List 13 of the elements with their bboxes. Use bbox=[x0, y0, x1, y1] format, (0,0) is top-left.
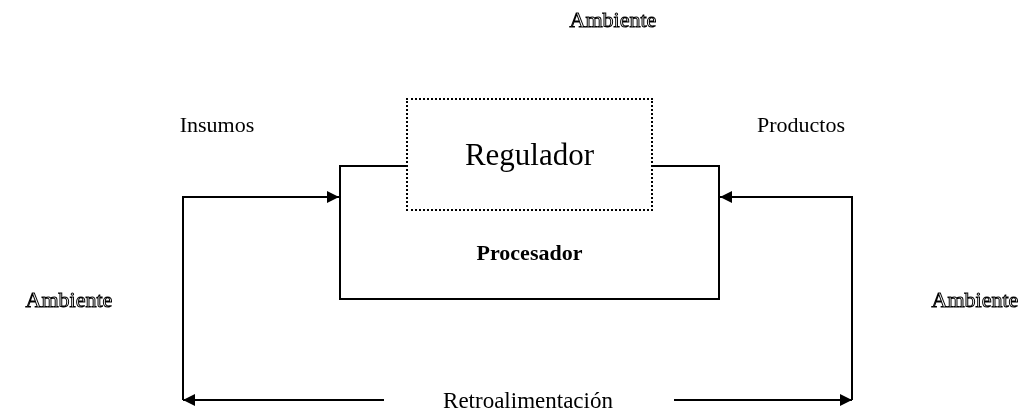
arrow bbox=[719, 191, 853, 401]
environment-label: Ambiente bbox=[931, 287, 1019, 313]
arrow bbox=[182, 394, 385, 406]
feedback-label: Retroalimentación bbox=[443, 388, 613, 414]
environment-label: Ambiente bbox=[569, 7, 657, 33]
input-label: Insumos bbox=[179, 112, 255, 138]
environment-label: Ambiente bbox=[25, 287, 113, 313]
arrow bbox=[182, 191, 340, 401]
regulator-box bbox=[406, 98, 653, 211]
output-label: Productos bbox=[757, 112, 845, 138]
regulator-label: Regulador bbox=[464, 136, 595, 173]
processor-label: Procesador bbox=[476, 240, 583, 267]
arrow bbox=[673, 394, 853, 406]
